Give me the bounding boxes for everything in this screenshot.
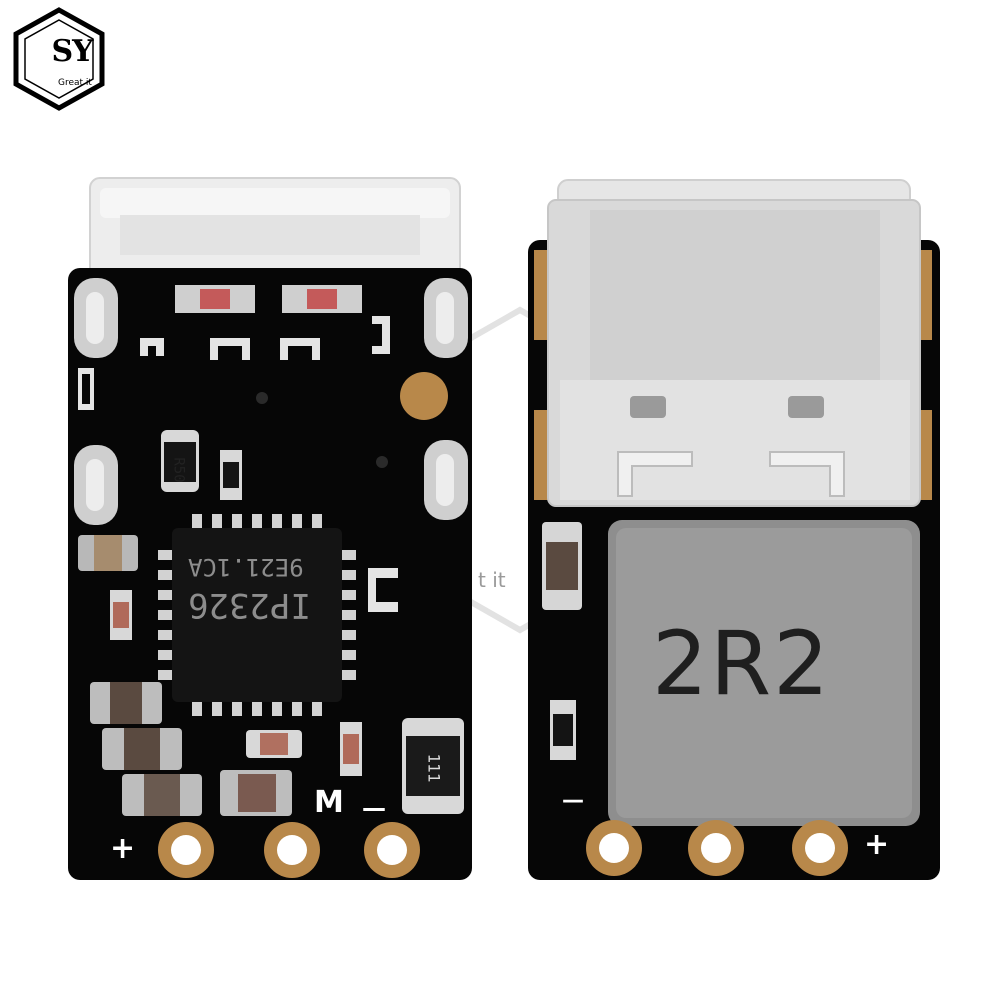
silk-minus-right: — xyxy=(562,788,584,813)
silk-m-left: M xyxy=(314,785,344,820)
logo-tagline: Great it xyxy=(58,78,92,88)
inductor-marking: 2R2 xyxy=(652,612,832,715)
silk-minus-left: — xyxy=(362,794,386,822)
left-board-graphic xyxy=(68,177,472,880)
silk-plus-left: + xyxy=(110,831,136,866)
small-chip-marking: 111 xyxy=(424,753,444,783)
watermark-text: t it xyxy=(478,568,506,592)
left-board: 9E21.1CA IP2326 R50 111 + M — xyxy=(60,170,480,890)
right-board-graphic xyxy=(528,179,940,880)
hexagon-icon xyxy=(13,7,105,111)
brand-logo: SY Great it xyxy=(12,6,107,111)
silk-plus-right: + xyxy=(864,827,890,862)
right-board: 2R2 — + xyxy=(520,170,950,890)
ic-marking-line2: IP2326 xyxy=(188,585,311,625)
resistor-marking: R50 xyxy=(170,457,187,483)
logo-letters: SY xyxy=(51,34,93,69)
ic-marking-line1: 9E21.1CA xyxy=(188,553,304,581)
